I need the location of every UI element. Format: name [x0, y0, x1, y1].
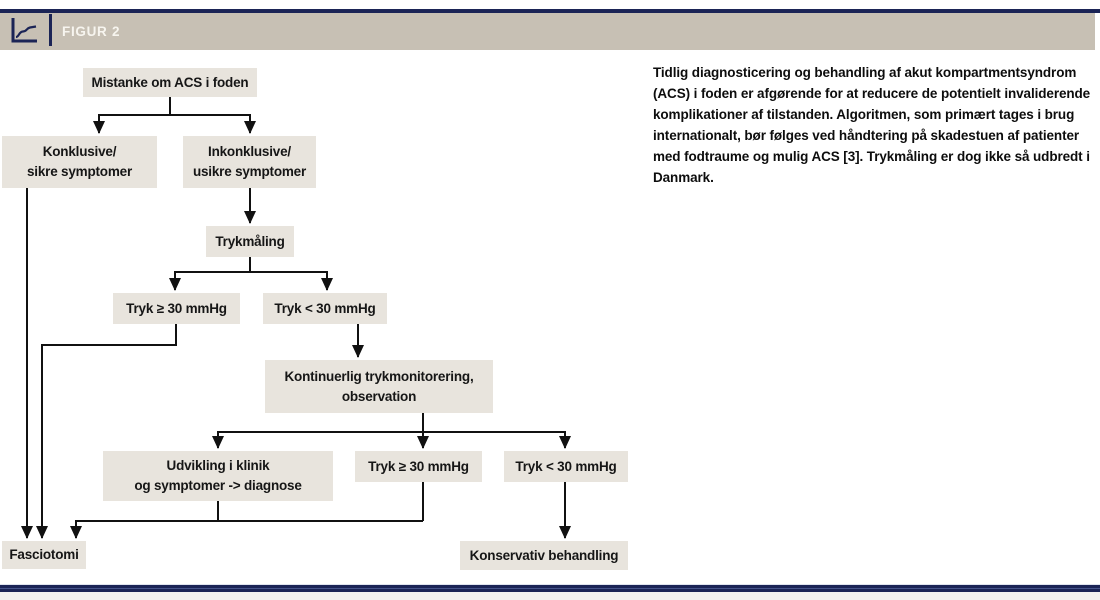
figure-caption: Tidlig diagnosticering og behandling af …: [653, 65, 1091, 185]
figure-header-bar: [0, 13, 1095, 50]
line-chart-icon: [10, 17, 38, 44]
node-tryk-under-30-b: Tryk < 30 mmHg: [504, 451, 628, 482]
header-divider: [49, 14, 52, 46]
bottom-rule-top: [0, 585, 1100, 588]
node-inkonklusive: Inkonklusive/ usikre symptomer: [183, 136, 316, 188]
bottom-padding: [0, 592, 1100, 600]
node-mistanke: Mistanke om ACS i foden: [83, 68, 257, 97]
bottom-rule-bottom: [0, 589, 1100, 592]
node-konklusive: Konklusive/ sikre symptomer: [2, 136, 157, 188]
node-tryk-over-30-a: Tryk ≥ 30 mmHg: [113, 293, 240, 324]
node-udvikling: Udvikling i klinik og symptomer -> diagn…: [103, 451, 333, 501]
top-rule: [0, 9, 1100, 13]
bottom-light-rule: [0, 584, 1100, 585]
node-trykmaaling: Trykmåling: [206, 226, 294, 257]
node-tryk-over-30-b: Tryk ≥ 30 mmHg: [355, 451, 482, 482]
figure-label: FIGUR 2: [62, 24, 121, 39]
node-fasciotomi: Fasciotomi: [2, 541, 86, 569]
node-tryk-under-30-a: Tryk < 30 mmHg: [263, 293, 387, 324]
node-konservativ: Konservativ behandling: [460, 541, 628, 570]
node-monitorering: Kontinuerlig trykmonitorering, observati…: [265, 360, 493, 413]
bottom-rule-mid: [0, 588, 1100, 589]
